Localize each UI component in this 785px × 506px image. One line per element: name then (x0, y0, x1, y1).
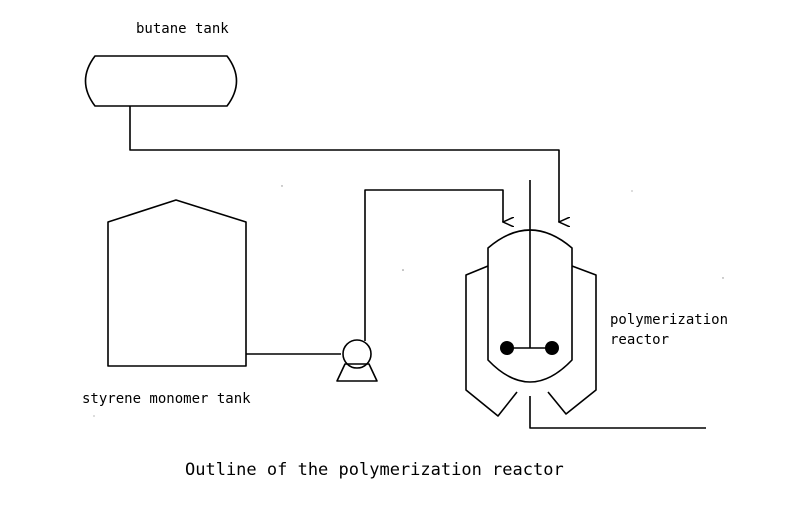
butane-feed-line (129, 106, 559, 222)
butane-tank (84, 55, 238, 107)
reactor-outlet-line (529, 396, 706, 429)
styrene-monomer-tank (107, 199, 247, 367)
reactor-label-line1: polymerization (610, 312, 729, 328)
styrene-tank-label: styrene monomer tank (82, 391, 251, 407)
agitator-impeller (500, 341, 559, 355)
reactor-vessel (487, 229, 573, 383)
reactor-label-line2: reactor (610, 332, 670, 348)
transfer-pump (336, 339, 378, 382)
scan-noise (93, 185, 724, 417)
reactor-jacket-left (465, 265, 518, 417)
reactor-jacket-right (547, 265, 597, 415)
pump-discharge-line (364, 189, 503, 341)
butane-tank-label: butane tank (136, 21, 229, 37)
figure-caption: Outline of the polymerization reactor (185, 460, 564, 480)
